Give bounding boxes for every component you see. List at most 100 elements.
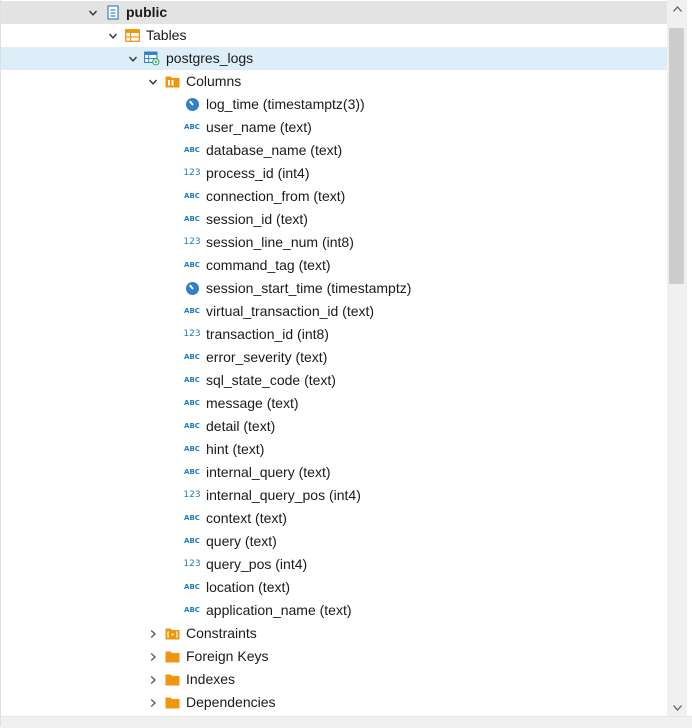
columns-folder-icon	[164, 74, 180, 89]
text-type-icon: ABC	[184, 215, 200, 223]
folder-label: Dependencies	[186, 694, 276, 710]
column-label: log_time (timestamptz(3))	[206, 96, 365, 112]
text-type-icon: ABC	[184, 261, 200, 269]
columns-label: Columns	[186, 73, 242, 89]
tree-node-table-postgres-logs[interactable]: postgres_logs	[1, 47, 667, 70]
schema-label: public	[126, 4, 168, 20]
column-item[interactable]: 123 internal_query_pos (int4)	[1, 484, 667, 507]
column-item[interactable]: ABC session_id (text)	[1, 208, 667, 231]
table-icon	[144, 51, 160, 66]
panel-edge	[687, 0, 692, 716]
tree-node-foreign-keys[interactable]: Foreign Keys	[1, 645, 667, 668]
tree-node-columns[interactable]: Columns	[1, 70, 667, 93]
text-type-icon: ABC	[184, 422, 200, 430]
folder-icon	[164, 672, 180, 687]
column-item[interactable]: 123 session_line_num (int8)	[1, 231, 667, 254]
chevron-right-icon[interactable]	[147, 668, 159, 691]
column-label: query_pos (int4)	[206, 556, 308, 572]
column-item[interactable]: 123 query_pos (int4)	[1, 553, 667, 576]
column-label: connection_from (text)	[206, 188, 346, 204]
text-type-icon: ABC	[184, 468, 200, 476]
numeric-type-icon: 123	[183, 168, 201, 178]
column-label: session_id (text)	[206, 211, 308, 227]
text-type-icon: ABC	[184, 376, 200, 384]
timestamp-icon	[184, 97, 200, 112]
scrollbar-thumb[interactable]	[669, 28, 684, 284]
folder-label: Indexes	[186, 671, 236, 687]
column-label: session_line_num (int8)	[206, 234, 354, 250]
chevron-down-icon[interactable]	[87, 1, 99, 24]
column-label: hint (text)	[206, 441, 265, 457]
vertical-scrollbar[interactable]	[667, 0, 687, 716]
column-label: command_tag (text)	[206, 257, 331, 273]
column-label: context (text)	[206, 510, 287, 526]
tree-node-tables[interactable]: Tables	[1, 24, 667, 47]
column-label: internal_query (text)	[206, 464, 331, 480]
text-type-icon: ABC	[184, 353, 200, 361]
column-label: process_id (int4)	[206, 165, 310, 181]
column-label: sql_state_code (text)	[206, 372, 336, 388]
tree-node-schema-public[interactable]: public	[1, 1, 667, 24]
timestamp-icon	[184, 281, 200, 296]
tree-node-indexes[interactable]: Indexes	[1, 668, 667, 691]
column-item[interactable]: ABC database_name (text)	[1, 139, 667, 162]
table-label: postgres_logs	[166, 50, 254, 66]
folder-icon	[164, 695, 180, 710]
chevron-down-icon[interactable]	[127, 47, 139, 70]
column-item[interactable]: 123 process_id (int4)	[1, 162, 667, 185]
text-type-icon: ABC	[184, 445, 200, 453]
column-label: database_name (text)	[206, 142, 343, 158]
scroll-up-arrow-icon[interactable]	[667, 0, 687, 17]
horizontal-scrollbar[interactable]	[1, 716, 692, 728]
chevron-right-icon[interactable]	[147, 622, 159, 645]
chevron-down-icon[interactable]	[107, 24, 119, 47]
column-label: user_name (text)	[206, 119, 312, 135]
column-item[interactable]: ABC internal_query (text)	[1, 461, 667, 484]
column-item[interactable]: log_time (timestamptz(3))	[1, 93, 667, 116]
scroll-down-arrow-icon[interactable]	[667, 699, 687, 716]
column-item[interactable]: ABC context (text)	[1, 507, 667, 530]
numeric-type-icon: 123	[183, 329, 201, 339]
tree-node-constraints[interactable]: Constraints	[1, 622, 667, 645]
column-label: message (text)	[206, 395, 299, 411]
column-label: detail (text)	[206, 418, 276, 434]
column-item[interactable]: ABC command_tag (text)	[1, 254, 667, 277]
numeric-type-icon: 123	[183, 490, 201, 500]
numeric-type-icon: 123	[183, 559, 201, 569]
chevron-right-icon[interactable]	[147, 691, 159, 714]
chevron-right-icon[interactable]	[147, 645, 159, 668]
text-type-icon: ABC	[184, 583, 200, 591]
chevron-down-icon[interactable]	[147, 70, 159, 93]
text-type-icon: ABC	[184, 514, 200, 522]
folder-label: Constraints	[186, 625, 257, 641]
tables-label: Tables	[146, 27, 187, 43]
text-type-icon: ABC	[184, 399, 200, 407]
tree-node-dependencies[interactable]: Dependencies	[1, 691, 667, 714]
column-label: session_start_time (timestamptz)	[206, 280, 412, 296]
text-type-icon: ABC	[184, 146, 200, 154]
folder-icon	[164, 649, 180, 664]
column-item[interactable]: session_start_time (timestamptz)	[1, 277, 667, 300]
text-type-icon: ABC	[184, 606, 200, 614]
column-item[interactable]: ABC connection_from (text)	[1, 185, 667, 208]
numeric-type-icon: 123	[183, 237, 201, 247]
column-item[interactable]: ABC detail (text)	[1, 415, 667, 438]
text-type-icon: ABC	[184, 307, 200, 315]
tables-folder-icon	[124, 28, 140, 43]
column-label: internal_query_pos (int4)	[206, 487, 361, 503]
schema-icon	[105, 5, 121, 20]
column-item[interactable]: ABC hint (text)	[1, 438, 667, 461]
column-item[interactable]: ABC application_name (text)	[1, 599, 667, 622]
column-item[interactable]: ABC message (text)	[1, 392, 667, 415]
navigator-tree: public Tables	[1, 0, 667, 716]
column-label: application_name (text)	[206, 602, 352, 618]
text-type-icon: ABC	[184, 192, 200, 200]
column-item[interactable]: ABC sql_state_code (text)	[1, 369, 667, 392]
